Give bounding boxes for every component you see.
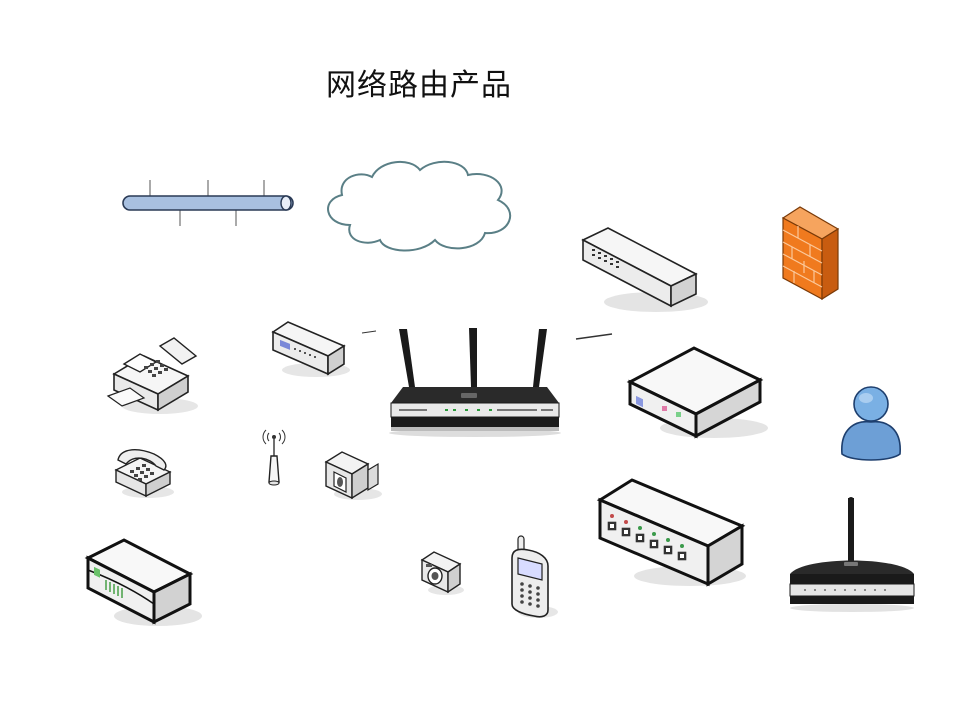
user-icon[interactable] [838,384,904,464]
switch-icon[interactable] [578,222,708,317]
page-title: 网络路由产品 [326,68,512,103]
fax-icon[interactable] [104,336,200,416]
cable-modem-icon[interactable] [84,534,202,628]
firewall-icon[interactable] [778,203,844,303]
hub-icon[interactable] [594,476,752,588]
connection-line-icon [361,330,377,334]
modem-icon[interactable] [268,318,352,380]
connection-line-icon [575,333,613,340]
network-bus-icon[interactable] [118,178,298,228]
video-camera-icon[interactable] [320,444,384,502]
wireless-router-icon[interactable] [385,325,565,437]
cell-phone-icon[interactable] [506,534,560,620]
cloud-icon[interactable] [320,155,520,255]
small-router-icon[interactable] [784,496,920,614]
antenna-icon[interactable] [260,426,288,488]
camera-icon[interactable] [418,546,466,596]
server-box-icon[interactable] [624,340,770,440]
telephone-icon[interactable] [110,444,176,500]
